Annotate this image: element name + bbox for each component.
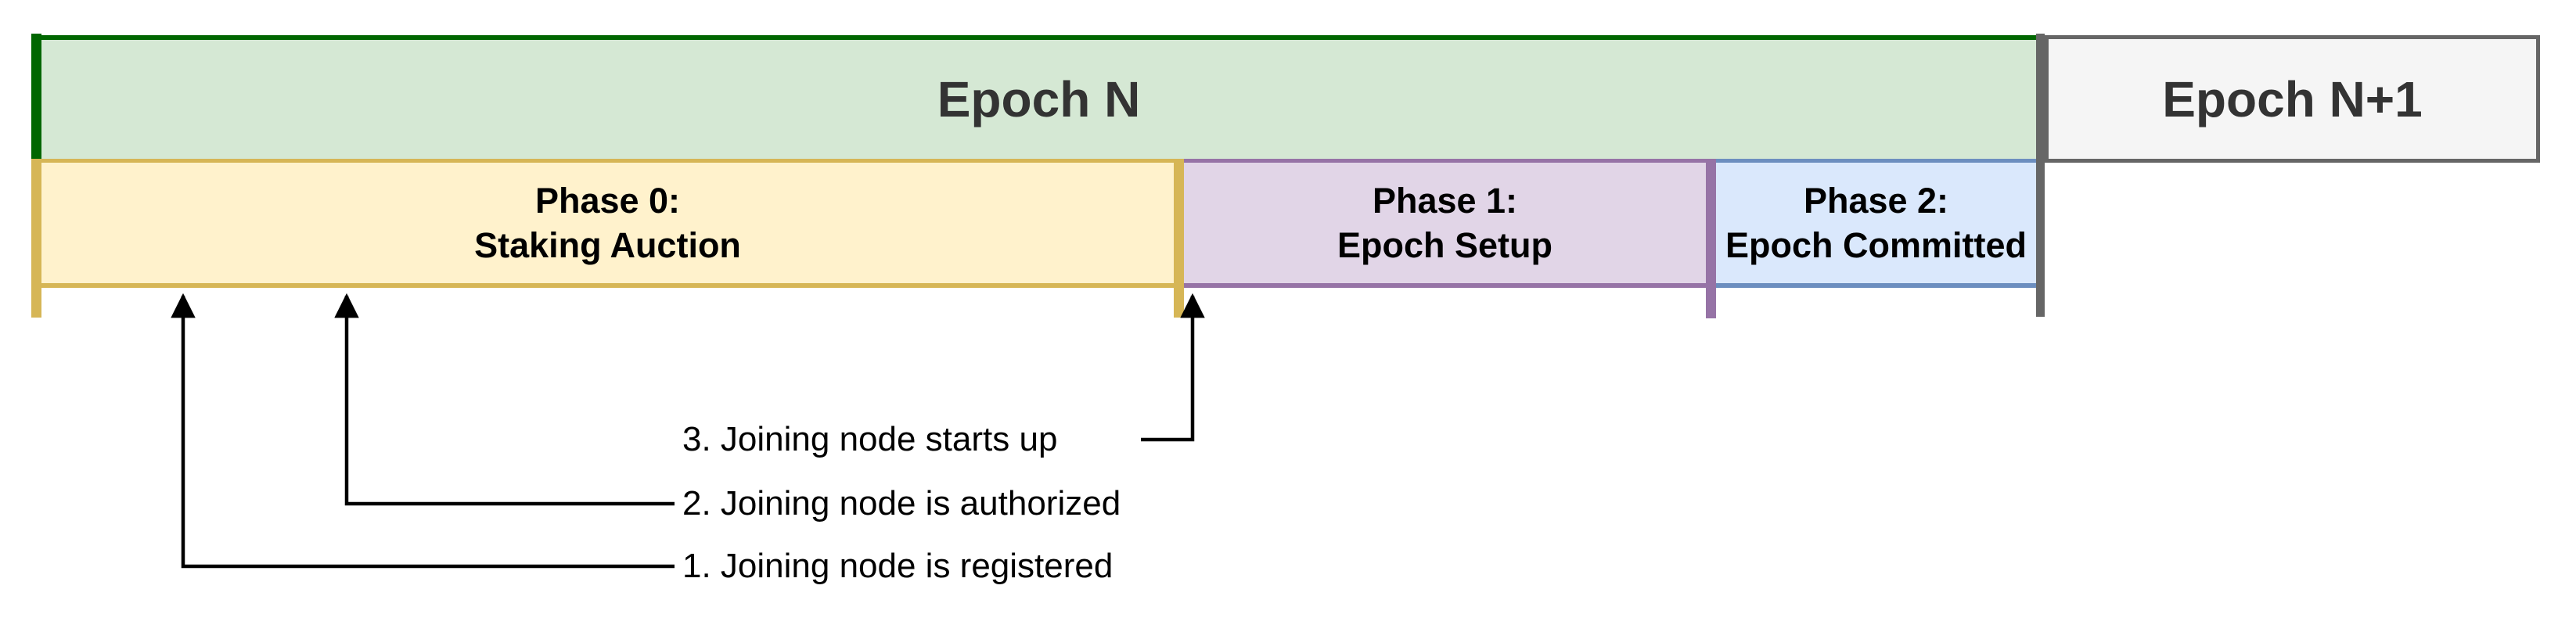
- epoch-boundary-divider: [2036, 34, 2045, 317]
- annotation-joining-node-starts-up: 3. Joining node starts up: [682, 420, 1058, 458]
- phase-1-end-tick: [1706, 159, 1716, 318]
- annotation-joining-node-authorized: 2. Joining node is authorized: [682, 484, 1121, 522]
- phase-0-staking-auction-bar: Phase 0: Staking Auction: [41, 159, 1174, 288]
- epoch-n-bar: Epoch N: [41, 35, 2036, 159]
- epoch-n-start-tick: [31, 34, 41, 159]
- phase-1-epoch-setup-bar: Phase 1: Epoch Setup: [1184, 159, 1706, 288]
- arrow-1-registered: [171, 293, 675, 569]
- phase-1-subtitle: Epoch Setup: [1337, 225, 1552, 265]
- epoch-n-plus-1-box: Epoch N+1: [2045, 35, 2540, 163]
- annotation-joining-node-registered: 1. Joining node is registered: [682, 547, 1114, 585]
- phase-0-title: Phase 0:: [534, 181, 681, 221]
- phase-0-subtitle: Staking Auction: [474, 225, 741, 265]
- epoch-n-plus-1-label: Epoch N+1: [2162, 70, 2423, 127]
- phase-2-epoch-committed-bar: Phase 2: Epoch Committed: [1716, 159, 2036, 288]
- phase-0-end-tick: [1174, 159, 1184, 318]
- phase-1-title: Phase 1:: [1372, 181, 1518, 221]
- phase-2-subtitle: Epoch Committed: [1725, 225, 2027, 265]
- phase-2-title: Phase 2:: [1803, 181, 1949, 221]
- epoch-n-label: Epoch N: [937, 71, 1141, 127]
- arrow-2-authorized: [334, 293, 675, 506]
- phase-0-start-tick: [31, 159, 41, 318]
- arrow-3-starts-up: [1141, 293, 1205, 442]
